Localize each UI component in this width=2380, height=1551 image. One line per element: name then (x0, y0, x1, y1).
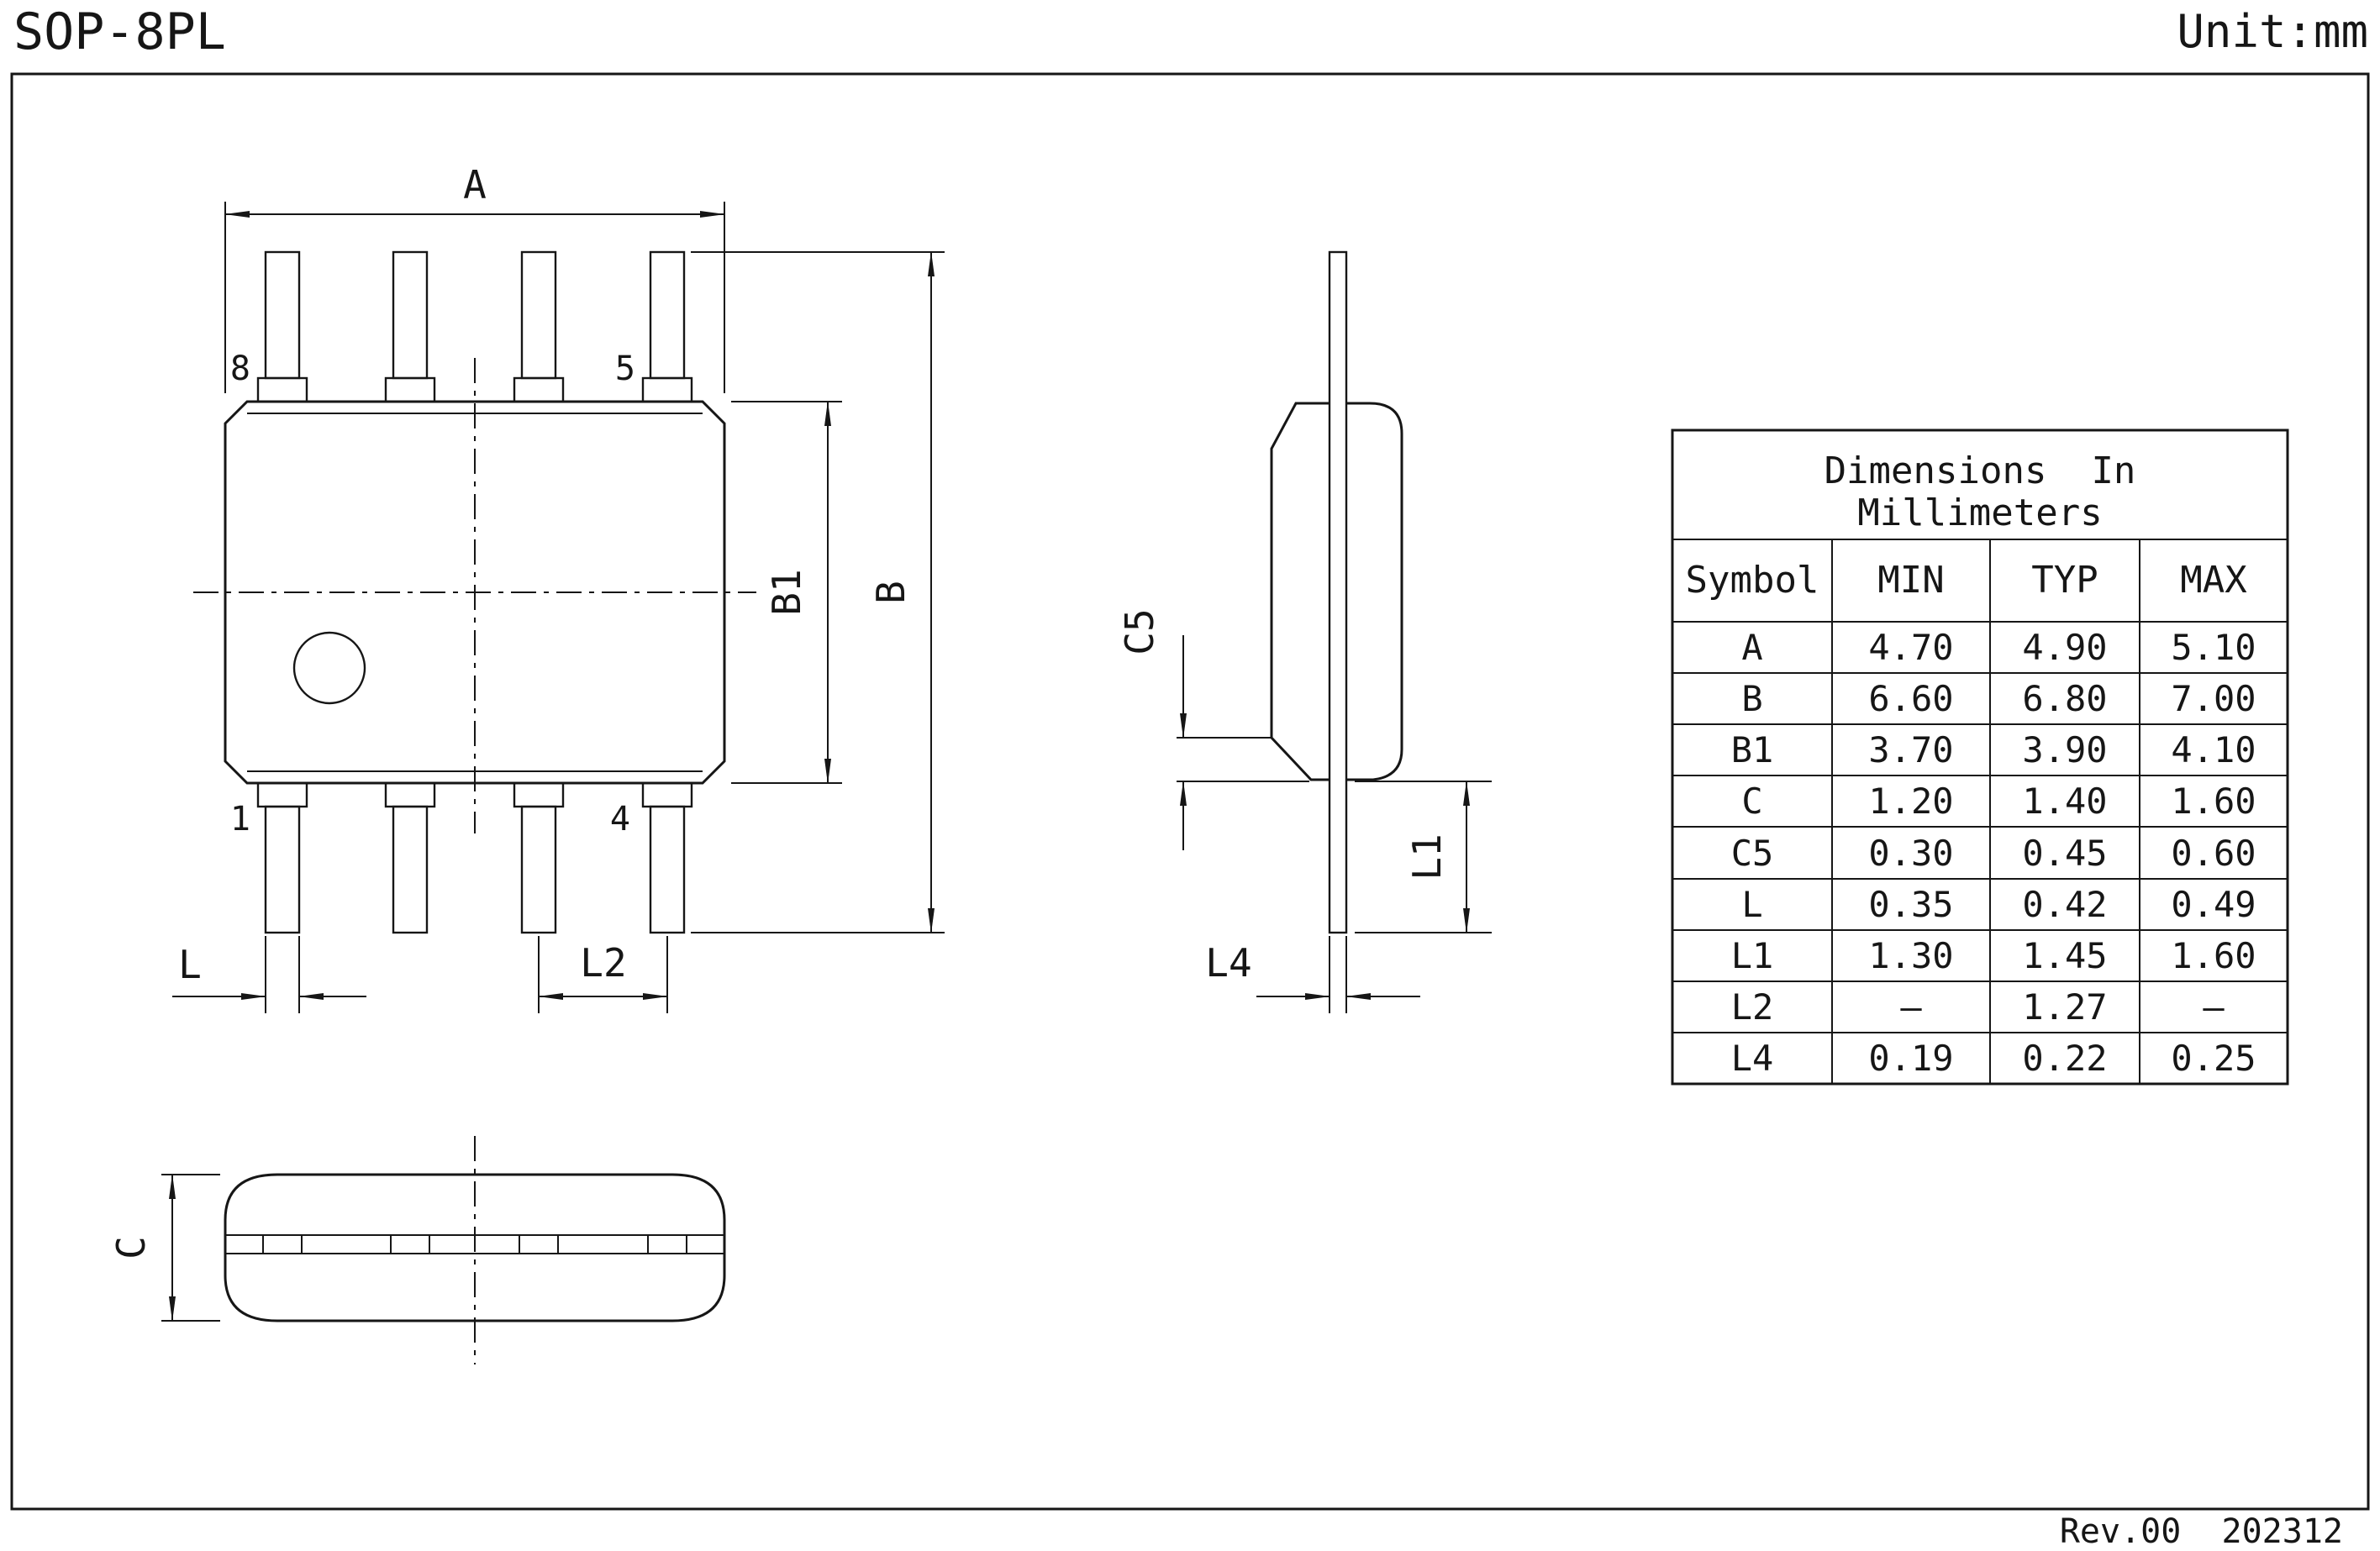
table-header-max: MAX (2180, 559, 2247, 602)
cell-typ: 3.90 (2022, 729, 2107, 770)
cell-min: 0.19 (1868, 1038, 1953, 1079)
dimension-B: B (691, 251, 945, 933)
cell-typ: 1.45 (2022, 935, 2107, 976)
cell-typ: 0.45 (2022, 833, 2107, 874)
dimension-B1: B1 (731, 401, 842, 784)
cell-max: 0.60 (2171, 833, 2256, 874)
table-row: L1 1.30 1.45 1.60 (1731, 935, 2256, 976)
cell-min: – (1900, 986, 1922, 1028)
table-header-row: Symbol MIN TYP MAX (1686, 559, 2248, 602)
dimension-L1: L1 (1404, 781, 1470, 933)
cell-symbol: C (1741, 781, 1762, 822)
cell-max: 1.60 (2171, 935, 2256, 976)
table-title-line2: Millimeters (1857, 492, 2102, 534)
cell-symbol: L4 (1731, 1038, 1774, 1079)
cell-max: 5.10 (2171, 627, 2256, 668)
dimension-C-label: C (108, 1236, 154, 1259)
front-parting-line (225, 1234, 724, 1254)
table-row: C 1.20 1.40 1.60 (1741, 781, 2256, 822)
cell-symbol: B1 (1731, 729, 1774, 770)
cell-min: 1.20 (1868, 781, 1953, 822)
cell-symbol: B (1741, 678, 1762, 719)
pin1-indicator-dot (292, 631, 366, 705)
table-grid-lines (1672, 539, 2288, 1084)
dimension-C5: C5 (1117, 608, 1187, 850)
dimension-L-label: L (178, 942, 202, 987)
table-border (1671, 428, 2289, 1086)
dimension-A-label: A (463, 162, 487, 208)
pin-number-5: 5 (615, 350, 635, 388)
cell-typ: 1.27 (2022, 986, 2107, 1028)
revision-label: Rev.00 202312 (2060, 1512, 2343, 1551)
drawing-border (10, 72, 2370, 1511)
table-row: A 4.70 4.90 5.10 (1741, 627, 2256, 668)
dimension-B1-label: B1 (764, 569, 809, 615)
dimension-A: A (224, 162, 725, 393)
dimension-L4: L4 (1205, 936, 1420, 1013)
unit-label: Unit:mm (2177, 5, 2368, 58)
side-body-outline (1270, 402, 1403, 781)
table-title-line1: Dimensions In (1824, 450, 2136, 492)
dimension-L2: L2 (538, 936, 668, 1013)
cell-min: 6.60 (1868, 678, 1953, 719)
cell-max: 4.10 (2171, 729, 2256, 770)
pin-number-1: 1 (230, 800, 250, 839)
dimension-C5-label: C5 (1117, 608, 1162, 655)
dimension-C: C (108, 1174, 220, 1322)
table-header-min: MIN (1877, 559, 1944, 602)
pin-number-8: 8 (230, 350, 250, 388)
top-view-centerlines (193, 358, 756, 833)
cell-symbol: L2 (1731, 986, 1774, 1028)
front-body-outline (224, 1173, 726, 1322)
table-header-typ: TYP (2031, 559, 2098, 602)
package-body-outline (224, 400, 726, 785)
table-row: C5 0.30 0.45 0.60 (1731, 833, 2256, 874)
cell-typ: 6.80 (2022, 678, 2107, 719)
side-view: C5 L1 L4 (1117, 250, 1492, 1013)
top-leads (256, 250, 693, 403)
table-row: L 0.35 0.42 0.49 (1741, 884, 2256, 925)
dimension-L1-label: L1 (1404, 833, 1450, 880)
dimension-L2-label: L2 (580, 940, 626, 986)
cell-min: 3.70 (1868, 729, 1953, 770)
cell-min: 0.30 (1868, 833, 1953, 874)
pin-number-4: 4 (610, 800, 630, 839)
cell-min: 4.70 (1868, 627, 1953, 668)
table-row: L4 0.19 0.22 0.25 (1731, 1038, 2256, 1079)
cell-symbol: L (1741, 884, 1762, 925)
cell-max: 0.25 (2171, 1038, 2256, 1079)
cell-symbol: L1 (1731, 935, 1774, 976)
cell-typ: 4.90 (2022, 627, 2107, 668)
table-header-symbol: Symbol (1686, 559, 1819, 602)
dimension-B-label: B (868, 581, 914, 604)
cell-max: 1.60 (2171, 781, 2256, 822)
dimensions-table: Dimensions In Millimeters Symbol MIN TYP… (1671, 428, 2289, 1086)
cell-min: 0.35 (1868, 884, 1953, 925)
cell-symbol: C5 (1731, 833, 1774, 874)
table-row: L2 – 1.27 – (1731, 986, 2225, 1028)
table-row: B1 3.70 3.90 4.10 (1731, 729, 2256, 770)
top-view: 8 5 1 4 A B1 B (172, 162, 945, 1013)
table-row: B 6.60 6.80 7.00 (1741, 678, 2256, 719)
page-title: SOP-8PL (13, 3, 226, 61)
cell-symbol: A (1741, 627, 1762, 668)
dimension-L4-label: L4 (1205, 940, 1251, 986)
cell-max: 7.00 (2171, 678, 2256, 719)
cell-typ: 0.42 (2022, 884, 2107, 925)
front-view: C (108, 1136, 726, 1364)
cell-typ: 0.22 (2022, 1038, 2107, 1079)
cell-max: 0.49 (2171, 884, 2256, 925)
bottom-leads (256, 781, 693, 934)
dimension-L: L (172, 936, 366, 1013)
cell-max: – (2203, 986, 2225, 1028)
side-lead (1328, 250, 1348, 934)
cell-typ: 1.40 (2022, 781, 2107, 822)
cell-min: 1.30 (1868, 935, 1953, 976)
front-lead-tabs (262, 1234, 687, 1254)
